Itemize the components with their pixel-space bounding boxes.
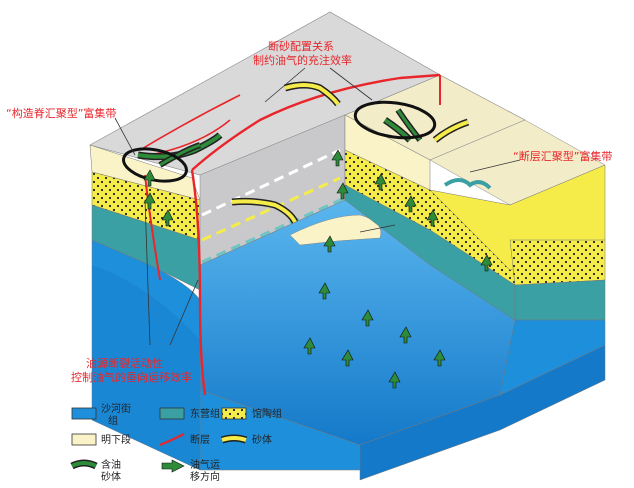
migration-arrow [161, 209, 174, 227]
migration-arrow [331, 149, 344, 167]
migration-arrow [323, 235, 336, 253]
leader-line-bottom-2 [169, 279, 199, 346]
legend-swatch-sand-body-fill [221, 436, 247, 442]
dashed-yellow-horizon [201, 176, 341, 242]
secondary-fault-3 [149, 119, 231, 156]
migration-arrow [336, 182, 349, 200]
migration-arrow [374, 173, 387, 191]
sand-body-right-long-fill [433, 120, 469, 142]
dashed-white-horizon [201, 148, 341, 217]
right-top-bump [443, 178, 492, 190]
legend [70, 407, 248, 473]
migration-arrow [341, 349, 354, 367]
secondary-fault-1 [144, 174, 161, 281]
leader-line-lobe [359, 224, 396, 233]
legend-swatch-fault [159, 433, 185, 447]
legend-swatch-oil-sand-fill [71, 461, 97, 468]
source-fault-line1: 油源断裂活动性 [86, 357, 163, 370]
fault-sand-title-line2: 制约油气的充注效率 [253, 54, 352, 67]
migration-arrow [388, 371, 401, 389]
sand-body-top-fill [284, 83, 340, 106]
migration-arrows [143, 149, 493, 389]
main-fault-trace [190, 169, 207, 396]
main-fault-line [191, 73, 441, 171]
migration-arrow [361, 309, 374, 327]
migration-arrow [480, 254, 493, 272]
migration-arrow [143, 169, 156, 187]
secondary-fault-2 [139, 94, 241, 151]
leader-line-top [264, 67, 306, 103]
migration-arrow [426, 209, 439, 227]
structural-ridge-band-label: “构造脊汇聚型”富集带 [6, 107, 117, 120]
leader-line-bottom-1 [144, 199, 151, 346]
legend-label-sand-body: 砂体 [252, 435, 272, 446]
left-dongying-stratum [91, 204, 201, 291]
legend-label-fault: 断层 [190, 435, 210, 446]
migration-arrow [318, 282, 331, 300]
legend-swatch-minghuazhen [71, 433, 97, 446]
oil-sand-body-left-2-fill [159, 143, 201, 167]
sand-body-face-fill [231, 199, 297, 223]
legend-label-oil-sand-1: 含油 [101, 460, 121, 471]
legend-label-migration-1: 油气运 [190, 460, 220, 471]
leader-line-right [469, 159, 521, 173]
migration-arrow [404, 195, 417, 213]
legend-swatch-shahejie [71, 407, 97, 420]
right-dotted-face [509, 239, 606, 286]
legend-label-dongying: 东营组 [190, 409, 220, 420]
migration-arrow [143, 192, 156, 210]
leader-line-left [114, 117, 136, 156]
legend-swatch-guantao [221, 407, 247, 420]
migration-arrow [399, 326, 412, 344]
legend-swatch-dongying [159, 407, 185, 420]
legend-label-guantao: 馆陶组 [252, 409, 282, 420]
legend-label-shahejie-1: 沙河街 [101, 404, 131, 415]
legend-label-shahejie-2: 组 [108, 416, 118, 427]
legend-label-migration-2: 移方向 [190, 472, 220, 483]
leader-line-top-2 [329, 67, 373, 101]
legend-label-minghuazhen: 明下段 [101, 435, 131, 446]
source-fault-line2: 控制油气的垂向运移效率 [71, 371, 192, 384]
dashed-teal-horizon [201, 196, 346, 264]
fault-convergence-band-label: “断层汇聚型”富集带 [513, 150, 613, 163]
right-blue-face [499, 319, 606, 396]
convergence-ellipse-right [353, 100, 437, 140]
fault-sand-title-line1: 断砂配置关系 [268, 40, 334, 53]
legend-swatch-migration-arrow [161, 459, 185, 473]
right-teal-face [514, 279, 606, 321]
migration-arrow [433, 349, 446, 367]
migration-arrow [303, 337, 316, 355]
legend-label-oil-sand-2: 砂体 [101, 472, 121, 483]
